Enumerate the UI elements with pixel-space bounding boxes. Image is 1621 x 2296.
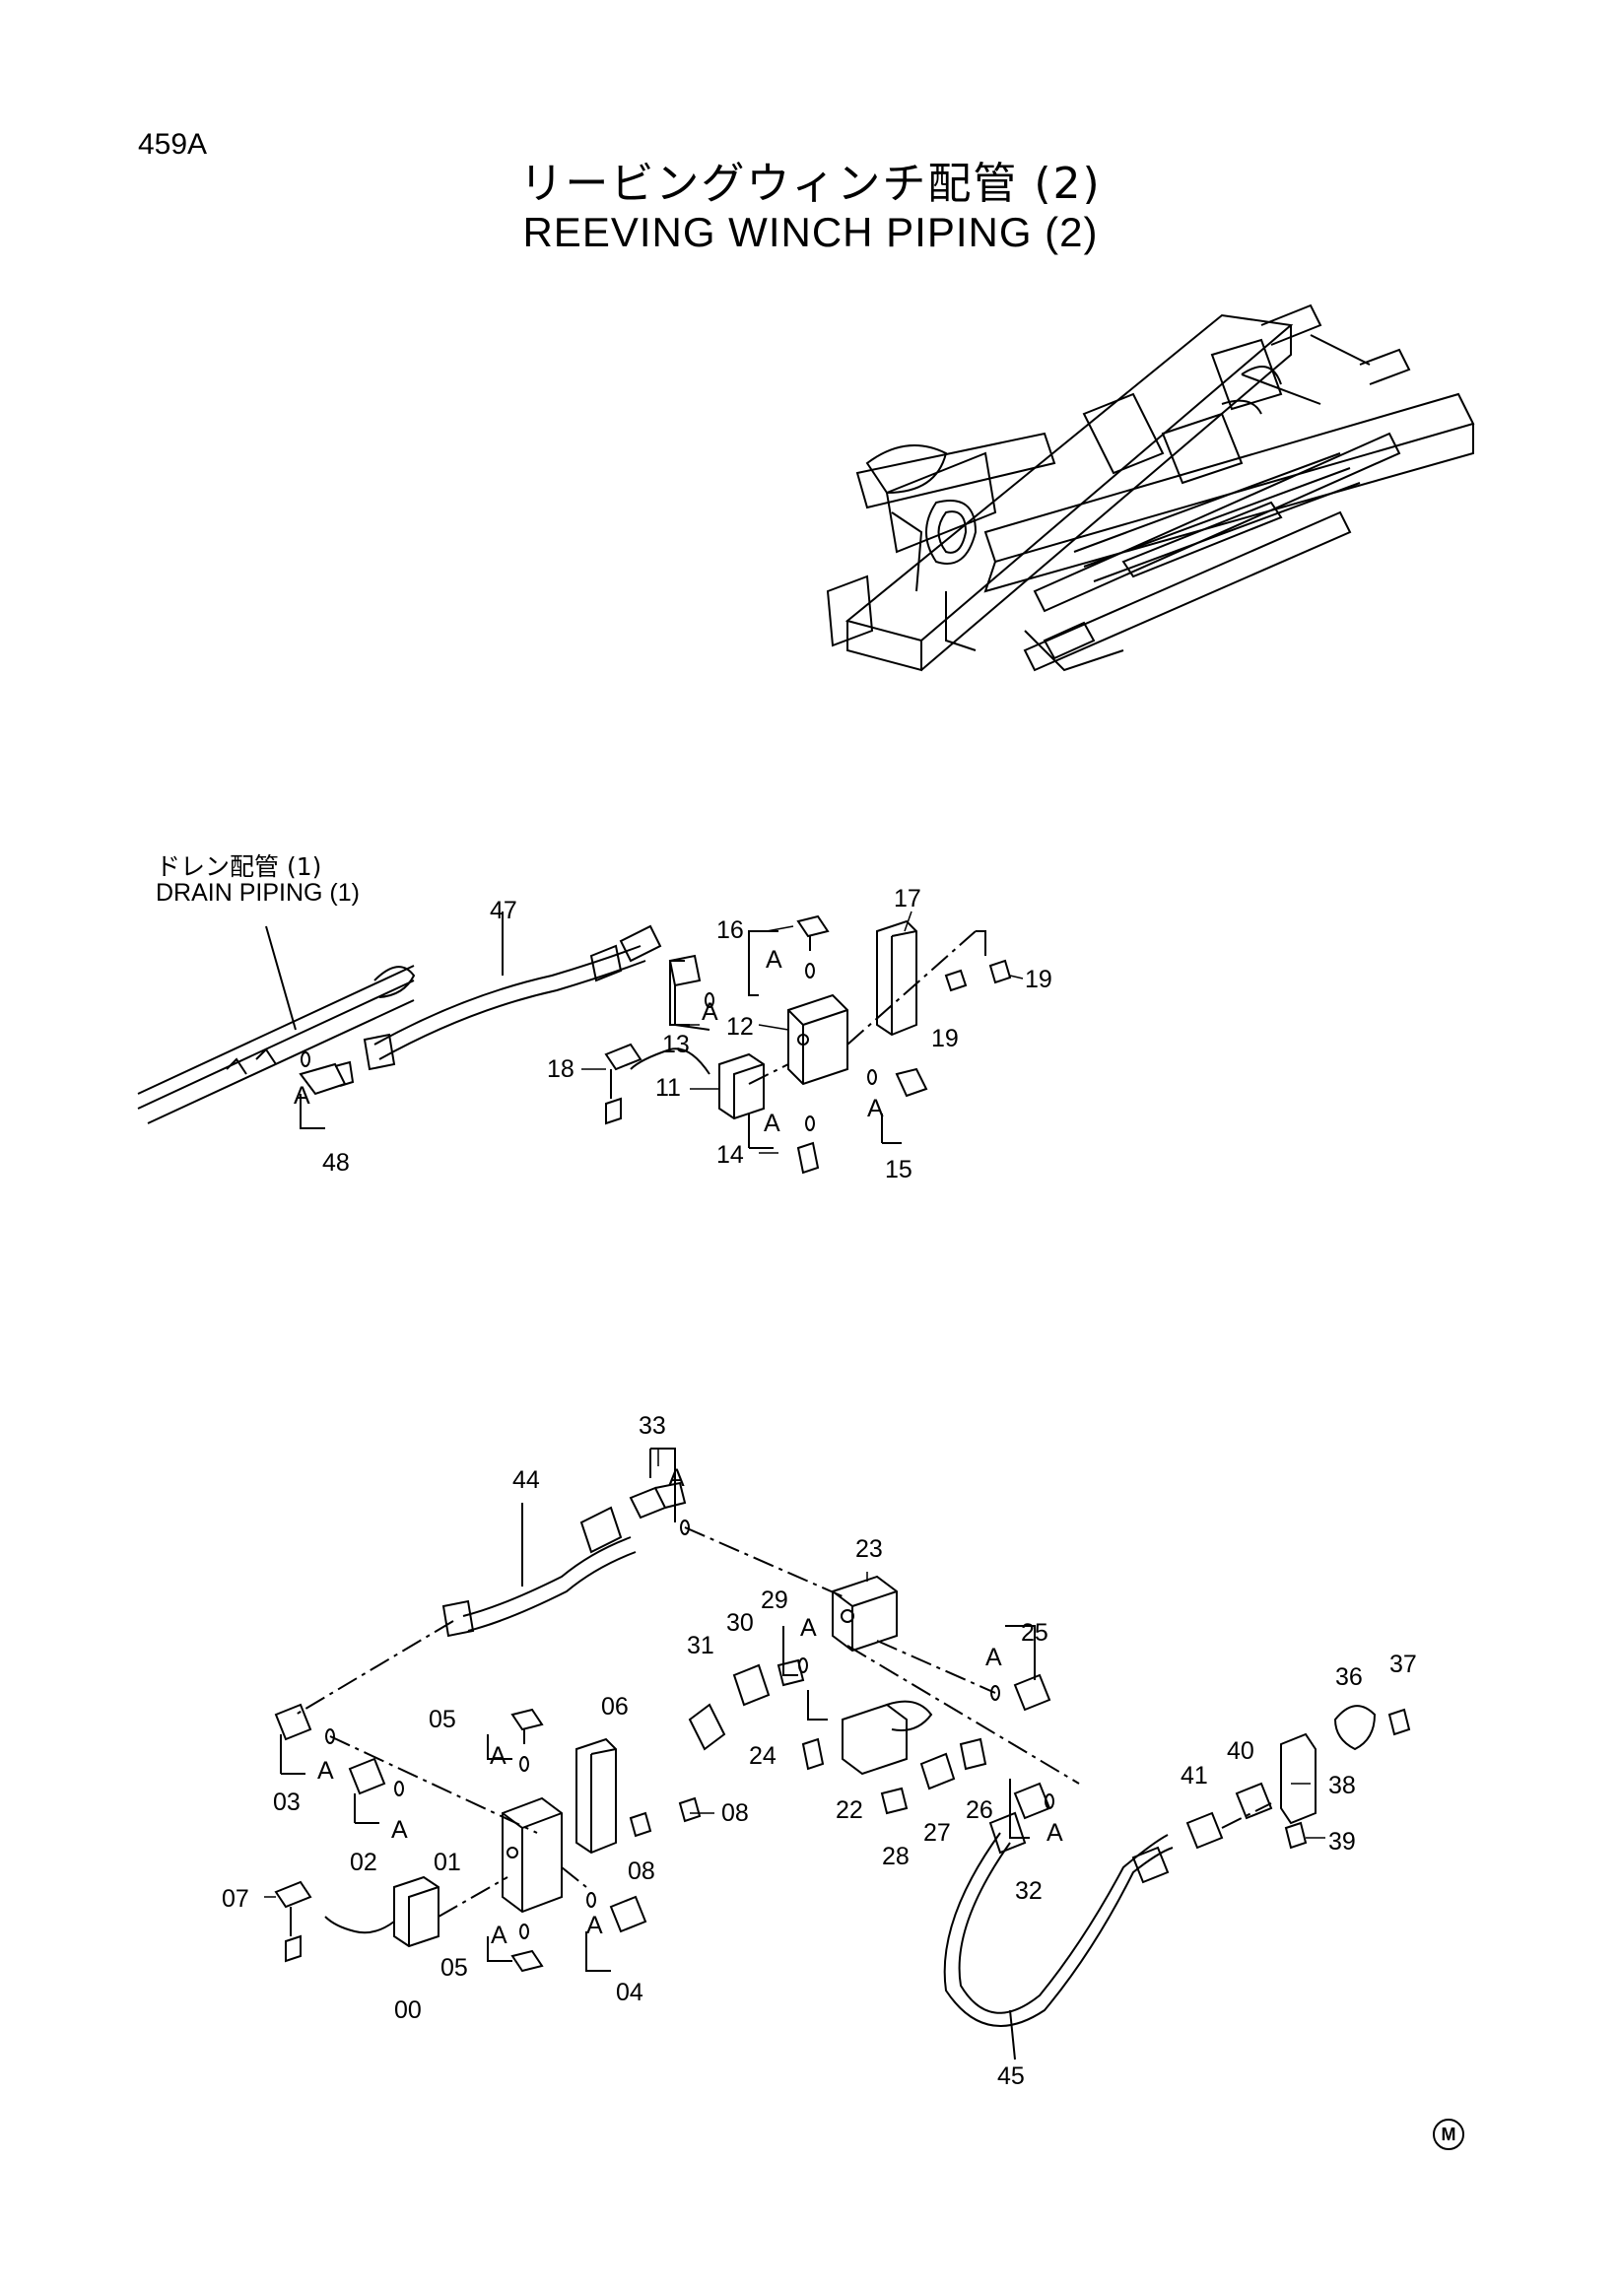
callout-12: 12 xyxy=(726,1013,754,1041)
callout-40: 40 xyxy=(1227,1737,1254,1765)
circled-m-mark: M xyxy=(1433,2119,1464,2150)
callout-01: 01 xyxy=(434,1849,461,1876)
machine-frame-drawing xyxy=(826,304,1475,672)
callout-19-right: 19 xyxy=(1025,966,1052,993)
callout-36: 36 xyxy=(1335,1663,1363,1691)
callout-32: 32 xyxy=(1015,1877,1043,1905)
callout-29: 29 xyxy=(761,1587,788,1614)
callout-05-lower: 05 xyxy=(440,1954,468,1982)
page-title-english: REEVING WINCH PIPING (2) xyxy=(522,209,1099,255)
group-marker-a: A xyxy=(490,1742,507,1770)
callout-48: 48 xyxy=(322,1149,350,1177)
callout-16: 16 xyxy=(716,916,744,944)
callout-23: 23 xyxy=(855,1535,883,1563)
callout-24: 24 xyxy=(749,1742,777,1770)
group-marker-a: A xyxy=(491,1922,507,1949)
leader-lines xyxy=(264,911,1325,1898)
callout-45: 45 xyxy=(997,2062,1025,2090)
group-marker-a: A xyxy=(391,1816,408,1844)
callout-30: 30 xyxy=(726,1609,754,1637)
callout-15: 15 xyxy=(885,1156,912,1183)
upper-center-lines xyxy=(748,930,977,1085)
callout-00: 00 xyxy=(394,1996,422,2024)
callout-18: 18 xyxy=(547,1055,574,1083)
group-marker-a: A xyxy=(764,1110,780,1137)
callout-37: 37 xyxy=(1389,1651,1417,1678)
callout-44: 44 xyxy=(512,1466,540,1494)
callout-08-lower: 08 xyxy=(628,1857,655,1885)
page-title-japanese: リービングウィンチ配管 (2) xyxy=(519,159,1102,209)
callout-03: 03 xyxy=(273,1789,301,1816)
callout-04: 04 xyxy=(616,1979,643,2006)
group-marker-a: A xyxy=(985,1644,1002,1671)
callout-13: 13 xyxy=(662,1031,690,1058)
callout-19-lower: 19 xyxy=(931,1025,959,1052)
lower-center-lines xyxy=(295,1526,1272,1918)
upper-assembly-drawing xyxy=(137,912,1012,1175)
callout-41: 41 xyxy=(1181,1762,1208,1790)
group-marker-a: A xyxy=(668,1464,685,1492)
group-marker-a: A xyxy=(702,998,718,1026)
callout-38: 38 xyxy=(1328,1772,1356,1799)
callout-25: 25 xyxy=(1021,1619,1048,1647)
callout-26: 26 xyxy=(966,1796,993,1824)
drain-piping-label-japanese: ドレン配管 (1) xyxy=(156,852,322,881)
group-marker-a: A xyxy=(867,1095,884,1122)
group-marker-a: A xyxy=(800,1614,817,1642)
callout-14: 14 xyxy=(716,1141,744,1169)
callout-28: 28 xyxy=(882,1843,910,1870)
callout-11: 11 xyxy=(655,1074,681,1102)
group-marker-a: A xyxy=(586,1912,603,1939)
lower-assembly-drawing xyxy=(274,1481,1411,2060)
callout-06: 06 xyxy=(601,1693,629,1721)
callout-07: 07 xyxy=(222,1885,249,1913)
callout-39: 39 xyxy=(1328,1828,1356,1856)
group-marker-a: A xyxy=(294,1082,310,1110)
callout-27: 27 xyxy=(923,1819,951,1847)
callout-22: 22 xyxy=(836,1796,863,1824)
page-code: 459A xyxy=(138,128,208,161)
group-marker-a: A xyxy=(766,946,782,974)
callout-labels: 47 16 17 19 19 12 13 18 11 14 15 48 33 4… xyxy=(222,885,1417,2090)
callout-05-upper: 05 xyxy=(429,1706,456,1733)
callout-08-right: 08 xyxy=(721,1799,749,1827)
callout-47: 47 xyxy=(490,897,517,924)
drain-piping-label-english: DRAIN PIPING (1) xyxy=(156,879,360,907)
callout-02: 02 xyxy=(350,1849,377,1876)
callout-33: 33 xyxy=(639,1412,666,1440)
group-marker-a: A xyxy=(317,1757,334,1785)
group-marker-a: A xyxy=(1047,1819,1063,1847)
callout-17: 17 xyxy=(894,885,921,912)
callout-31: 31 xyxy=(687,1632,714,1659)
